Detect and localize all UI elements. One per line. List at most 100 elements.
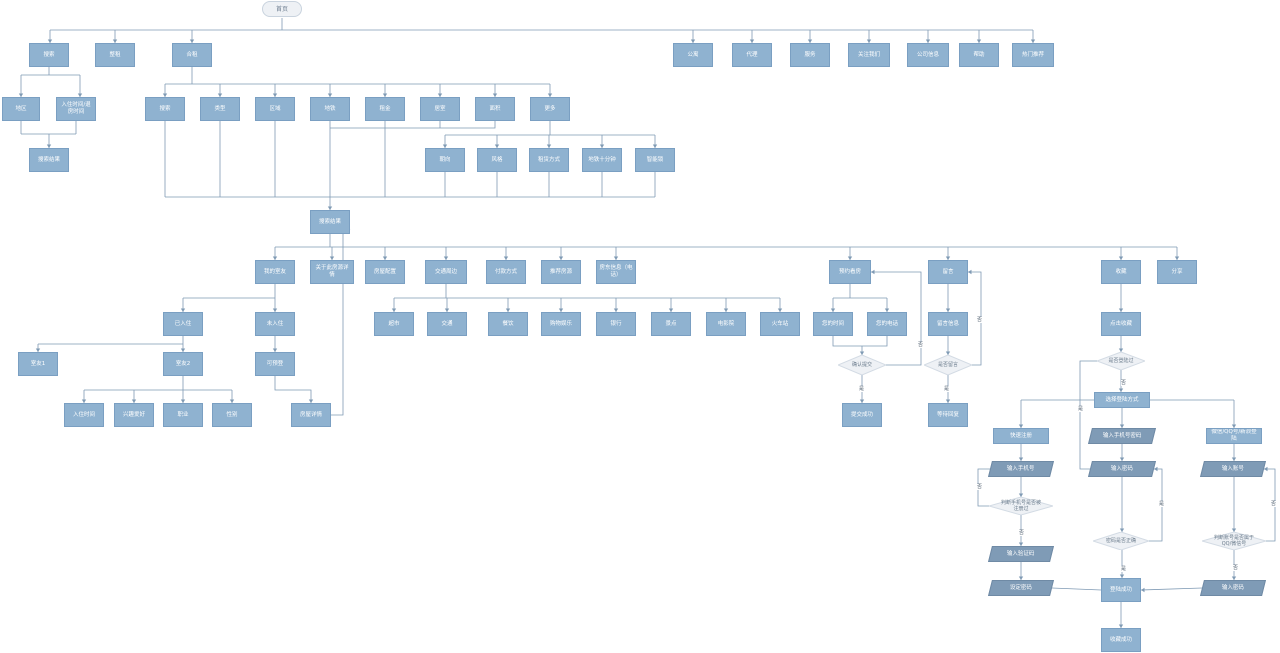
arrowhead-down — [382, 93, 388, 97]
diamond-shape — [989, 497, 1053, 515]
node-t4: 购物娱乐 — [541, 312, 581, 336]
edge-label: 否 — [1121, 380, 1127, 386]
node-label: 留言信息 — [936, 320, 959, 327]
node-label: 未入住 — [266, 320, 284, 327]
arrowhead-down — [329, 256, 335, 260]
node-label: 付款方式 — [494, 268, 517, 275]
node-favok: 收藏成功 — [1101, 628, 1141, 652]
node-label: 关于此房源详情 — [315, 265, 349, 278]
node-label: 微信/QQ号/新浪登陆 — [1211, 429, 1257, 442]
connector-line — [394, 284, 780, 299]
arrowhead-down — [444, 308, 450, 312]
node-label: 超市 — [388, 320, 400, 327]
decision-phone: 判断手机号是否被注册过 — [989, 497, 1053, 515]
arrowhead-down — [599, 144, 605, 148]
arrowhead-down — [1018, 576, 1024, 580]
node-m3: 租赁方式 — [529, 148, 569, 172]
node-landlord: 房东信息（电话） — [596, 260, 636, 284]
arrowhead-left — [871, 269, 875, 275]
node-label: 风格 — [491, 156, 503, 163]
arrowhead-down — [830, 308, 836, 312]
node-t6: 景点 — [651, 312, 691, 336]
arrowhead-down — [1231, 576, 1237, 580]
node-label: 关注我们 — [857, 51, 880, 58]
node-about: 关注我们 — [848, 43, 890, 67]
node-fav: 收藏 — [1101, 260, 1141, 284]
diamond-shape — [1093, 532, 1149, 550]
node-label: 热门推荐 — [1021, 51, 1044, 58]
node-label: 已入住 — [174, 320, 192, 327]
node-p1: 入住时间 — [64, 403, 104, 427]
arrowhead-down — [1118, 308, 1124, 312]
connector-line — [871, 271, 922, 366]
connector-line — [274, 247, 1178, 260]
arrowhead-down — [1231, 528, 1237, 532]
arrowhead-down — [505, 308, 511, 312]
node-p2: 兴趣爱好 — [114, 403, 154, 427]
node-result: 搜索结果 — [310, 210, 350, 234]
node-label: 兴趣爱好 — [122, 411, 145, 418]
arrowhead-down — [1118, 388, 1124, 392]
arrowhead-down — [976, 39, 982, 43]
node-home: 首页 — [262, 1, 302, 17]
edge-label: 否 — [1233, 565, 1239, 571]
node-label: 搜索结果 — [318, 218, 341, 225]
connector-line — [330, 121, 496, 129]
node-shareout: 分享 — [1157, 260, 1197, 284]
node-t8: 火车站 — [760, 312, 800, 336]
node-label: 推荐房源 — [549, 268, 572, 275]
node-t2: 交通 — [427, 312, 467, 336]
edge-label: 是 — [944, 386, 950, 392]
node-label: 交通 — [441, 320, 453, 327]
node-label: 首页 — [275, 5, 288, 13]
node-label: 搜索 — [159, 105, 171, 112]
node-msginfo: 留言信息 — [928, 312, 968, 336]
decision-pwd: 密码是否正确 — [1093, 532, 1149, 550]
node-label: 点击收藏 — [1109, 320, 1132, 327]
arrowhead-down — [494, 144, 500, 148]
edge-label: 否 — [918, 342, 924, 348]
arrowhead-down — [1030, 39, 1036, 43]
node-label: 房屋详情 — [299, 411, 322, 418]
node-company: 公司信息 — [907, 43, 949, 67]
node-search: 搜索 — [29, 43, 69, 67]
decision-login: 是否登陆过 — [1097, 352, 1145, 370]
node-label: 房东信息（电话） — [599, 265, 633, 278]
node-book: 预约看房 — [829, 260, 871, 284]
node-label: 快速注册 — [1009, 432, 1032, 439]
node-inacct: 输入账号 — [1200, 461, 1266, 477]
arrowhead-down — [180, 399, 186, 403]
connector-line — [832, 284, 888, 312]
node-t3: 餐饮 — [488, 312, 528, 336]
node-clickfav: 点击收藏 — [1101, 312, 1141, 336]
node-label: 公寓 — [687, 51, 699, 58]
node-label: 更多 — [544, 105, 556, 112]
connector-line — [164, 84, 551, 97]
decision-label: 是否登陆过 — [1108, 358, 1134, 364]
decision-acct: 判断账号是否属于QQ/微信号 — [1202, 532, 1266, 550]
connector-line — [275, 234, 1177, 248]
node-label: 输入账号 — [1221, 465, 1244, 472]
arrowhead-down — [749, 39, 755, 43]
arrowhead-left — [1141, 587, 1145, 593]
node-label: 租金 — [379, 105, 391, 112]
diamond-shape — [924, 355, 972, 375]
node-moved: 已入住 — [163, 312, 203, 336]
node-share: 合租 — [172, 43, 212, 67]
arrowhead-down — [546, 144, 552, 148]
node-label: 提交成功 — [850, 411, 873, 418]
node-t5: 银行 — [596, 312, 636, 336]
arrowhead-down — [1231, 424, 1237, 428]
decision-label: 判断手机号是否被注册过 — [1000, 500, 1041, 512]
node-label: 室友1 — [30, 360, 46, 367]
node-f3: 区域 — [255, 97, 295, 121]
arrowhead-down — [925, 39, 931, 43]
node-help: 帮助 — [959, 43, 999, 67]
edge-label: 是 — [1078, 406, 1084, 412]
node-loginok: 登陆成功 — [1101, 578, 1141, 602]
arrowhead-down — [777, 308, 783, 312]
node-label: 合租 — [186, 51, 198, 58]
node-label: 您的时间 — [821, 320, 844, 327]
node-apartment: 公寓 — [673, 43, 713, 67]
